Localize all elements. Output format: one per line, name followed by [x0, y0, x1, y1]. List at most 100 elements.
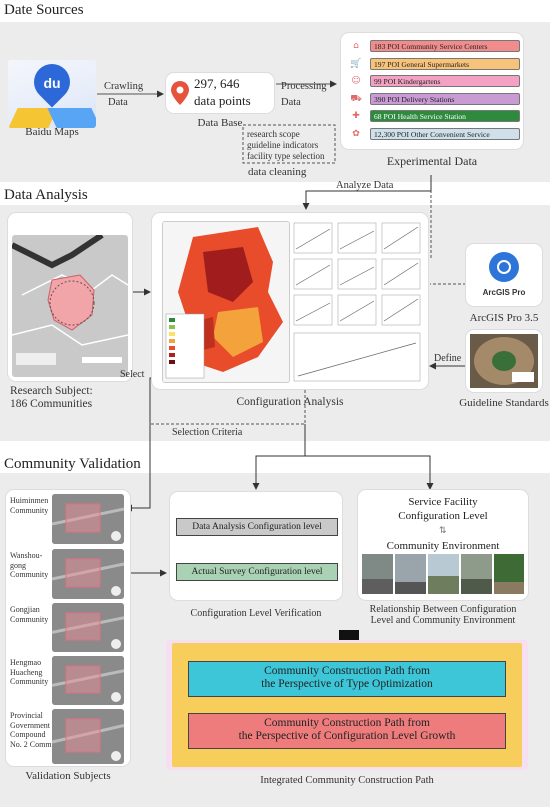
validation-community-name: Huiminmen [10, 496, 49, 505]
poi-label: 12,300 POI Other Convenient Service [370, 127, 520, 140]
validation-community-name: Community [10, 570, 49, 579]
poi-row: ✿ 12,300 POI Other Convenient Service [348, 127, 520, 141]
section-title-validation: Community Validation [4, 456, 141, 472]
analyze-data-label: Analyze Data [336, 180, 394, 191]
processing-label-1: Processing [281, 81, 327, 92]
path2-line1: Community Construction Path from [264, 717, 430, 729]
cleaning-item-2: guideline indicators [247, 140, 319, 150]
validation-community-name: Community [10, 677, 49, 686]
validation-community-name: Community [10, 614, 49, 624]
validation-community-name: Compound [10, 730, 46, 739]
poi-row: ✚ 68 POI Health Service Station [348, 110, 520, 123]
crawling-label-2: Data [108, 97, 128, 108]
experimental-data-label: Experimental Data [386, 154, 478, 168]
arcgis-card: ArcGIS Pro [466, 244, 542, 306]
define-label: Define [434, 353, 462, 364]
datapoints-value: 297, 646 [194, 76, 240, 91]
guideline-label: Guideline Standards [459, 397, 549, 409]
poi-label: 68 POI Health Service Station [370, 110, 520, 122]
actual-survey-level-box: Actual Survey Configuration level [176, 563, 338, 581]
research-area-map [12, 235, 128, 377]
service-icon: ✿ [352, 128, 360, 139]
validation-community-name: Provincial [10, 711, 43, 720]
child-icon: ☺ [351, 76, 361, 86]
service-facility-line2: Configuration Level [398, 510, 488, 522]
research-area-map-graphic [12, 235, 128, 365]
database-card: 297, 646 data points [166, 73, 274, 113]
level-growth-path-box: Community Construction Path from the Per… [188, 713, 506, 749]
arcgis-logo-icon [489, 252, 519, 282]
validation-aerial-image [52, 603, 124, 652]
verification-card: Data Analysis Configuration level Actual… [170, 492, 342, 600]
path2-line2: the Perspective of Configuration Level G… [238, 730, 456, 742]
validation-aerial-image [52, 656, 124, 705]
path1-line1: Community Construction Path from [264, 665, 430, 677]
baidu-maps-label: Baidu Maps [25, 126, 79, 138]
updown-arrow-icon: ⇅ [439, 526, 447, 536]
type-optimization-path-box: Community Construction Path from the Per… [188, 661, 506, 697]
relationship-line1: Relationship Between Configuration [369, 604, 517, 615]
environment-card: Service Facility Configuration Level ⇅ C… [358, 490, 528, 600]
community-environment-label: Community Environment [386, 540, 500, 552]
validation-aerial-image [52, 494, 124, 544]
poi-label: 99 POI Kindergartens [370, 75, 520, 87]
research-subject-line1: Research Subject: [10, 385, 93, 397]
crawling-label-1: Crawling [104, 81, 144, 92]
guideline-card [466, 330, 542, 392]
street-photos [362, 554, 524, 594]
cleaning-item-1: research scope [247, 129, 300, 139]
research-subject-card [8, 213, 132, 381]
validation-aerial-image [52, 549, 124, 599]
poi-label: 183 POI Community Service Centers [370, 40, 520, 52]
poi-label: 197 POI General Supermarkets [370, 57, 520, 70]
poi-row: ⌂ 183 POI Community Service Centers [348, 40, 520, 53]
validation-aerial-image [52, 709, 124, 764]
integrated-path-label: Integrated Community Construction Path [260, 775, 434, 786]
configuration-analysis-card [152, 213, 428, 389]
database-label: Data Base [197, 117, 243, 129]
cleaning-item-3: facility type selection [247, 151, 325, 161]
configuration-scatter-plots [293, 222, 421, 382]
research-subject-line2: 186 Communities [10, 398, 93, 410]
community-icon: ⌂ [353, 41, 359, 51]
section-title-analysis: Data Analysis [4, 187, 88, 203]
path1-line2: the Perspective of Type Optimization [261, 678, 433, 690]
cleaning-label: data cleaning [248, 166, 307, 178]
baidu-maps-card: du [8, 60, 96, 128]
configuration-map-graphic [163, 222, 289, 382]
configuration-analysis-label: Configuration Analysis [236, 396, 344, 408]
data-analysis-level-box: Data Analysis Configuration level [176, 518, 338, 536]
datapoints-unit: data points [194, 93, 251, 108]
validation-community-name: No. 2 Community [10, 739, 69, 749]
verification-label: Configuration Level Verification [190, 608, 322, 619]
validation-subjects-label: Validation Subjects [25, 770, 111, 782]
validation-community-name: gong [10, 560, 26, 570]
poi-row: ☺ 99 POI Kindergartens [348, 75, 520, 88]
baidu-logo-text: du [43, 75, 61, 91]
processing-label-2: Data [281, 97, 301, 108]
truck-icon: ⛟ [350, 93, 362, 104]
baidu-map-blue-block [47, 108, 96, 128]
validation-community-name: Gongjian [10, 605, 40, 614]
relationship-line2: Level and Community Environment [370, 615, 516, 626]
validation-community-name: Government [10, 720, 50, 730]
arcgis-label: ArcGIS Pro 3.5 [469, 312, 539, 324]
location-pin-icon [171, 81, 189, 105]
poi-label: 390 POI Delivery Stations [370, 92, 520, 105]
section-title-sources: Date Sources [4, 2, 84, 18]
validation-community-name: Hengmao [10, 658, 42, 667]
integrated-path-frame: Community Construction Path from the Per… [166, 640, 528, 770]
health-icon: ✚ [352, 111, 360, 121]
guideline-hands-image [470, 334, 538, 388]
cart-icon: 🛒 [350, 58, 362, 69]
poi-row: ⛟ 390 POI Delivery Stations [348, 92, 520, 106]
arcgis-logo-text: ArcGIS Pro [482, 288, 526, 297]
integrated-path-panel: Community Construction Path from the Per… [172, 643, 522, 767]
validation-community-name: Community [10, 505, 49, 515]
configuration-map [162, 221, 290, 383]
service-facility-line1: Service Facility [408, 496, 478, 508]
poi-row: 🛒 197 POI General Supermarkets [348, 57, 520, 71]
selection-criteria-label: Selection Criteria [172, 427, 243, 438]
validation-community-name: Huacheng [10, 667, 43, 677]
validation-community-name: Wanshou- [10, 551, 43, 560]
